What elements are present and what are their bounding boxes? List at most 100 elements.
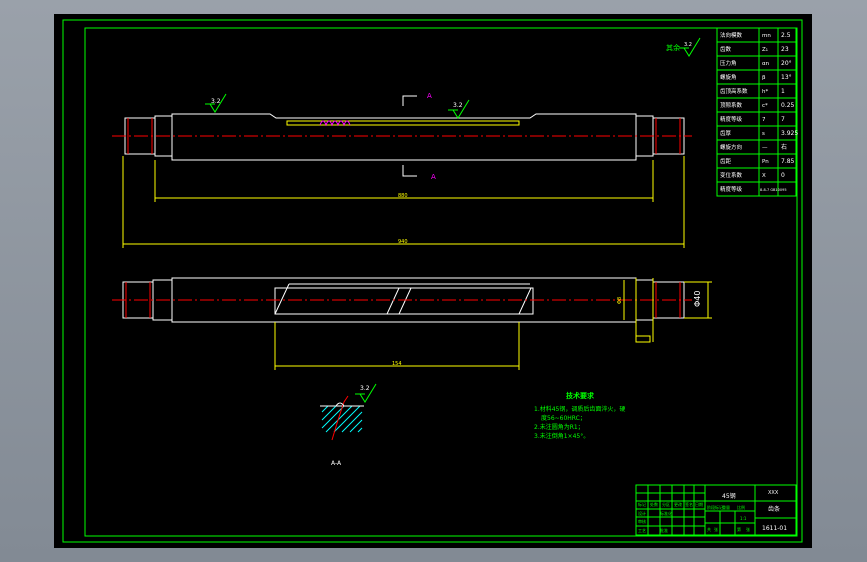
top-dimensions (122, 156, 685, 248)
section-view (320, 383, 377, 441)
tech-note-line: 3.未注倒角1×45°。 (534, 432, 589, 440)
param-symbol: mn (762, 33, 771, 39)
param-value: 7 (781, 116, 785, 123)
finish-symbol-left (205, 93, 227, 113)
param-symbol: h* (762, 89, 768, 95)
section-view-label: A-A (331, 460, 342, 467)
param-name: 齿数 (720, 45, 732, 53)
general-finish-label: 其余 (666, 43, 680, 52)
title-cell: 共 (707, 526, 711, 532)
outer-frame (62, 19, 803, 543)
helix-line-right (518, 287, 532, 315)
finish-value-middle: 3.2 (453, 102, 463, 109)
title-company: XXX (768, 490, 779, 496)
general-finish-value: 3.2 (684, 42, 692, 48)
general-finish-symbol (679, 37, 701, 57)
param-name: 精度等级 (720, 115, 743, 123)
param-name: 螺旋方向 (720, 143, 742, 151)
param-name: 齿距 (720, 158, 732, 165)
param-value: 7.85 (781, 158, 795, 165)
title-cell: 重量 (722, 504, 730, 510)
param-value: 0.25 (781, 102, 795, 109)
tech-note-line: 度56~60HRC； (541, 414, 586, 422)
param-name: 变位系数 (720, 171, 743, 179)
title-cell: 处数 (650, 501, 658, 507)
drawing-sheet (54, 14, 812, 548)
param-name: 齿厚 (720, 130, 732, 137)
param-symbol: αn (762, 61, 770, 67)
title-cell: 设计 (638, 510, 646, 516)
section-finish-value: 3.2 (360, 385, 370, 392)
front-dimensions (274, 278, 712, 370)
title-drawing-no: 1611-01 (762, 525, 787, 532)
title-material: 45钢 (722, 492, 736, 500)
section-cut-top-line (402, 95, 417, 106)
tooth-slot-b (398, 287, 412, 315)
shaft-body (171, 113, 637, 161)
param-name: 法向模数 (720, 31, 743, 39)
param-value: 2.5 (781, 32, 791, 39)
dim-diameter-right: Φ40 (693, 291, 702, 307)
title-cell: 更改 (674, 501, 682, 507)
title-cell: 批准 (660, 527, 668, 533)
section-marker-bottom: A (431, 173, 436, 181)
param-value: 1 (781, 88, 785, 95)
param-name: 顶隙系数 (720, 101, 743, 109)
title-cell: 1:1 (740, 516, 747, 521)
title-cell: 审核 (638, 518, 646, 524)
title-cell: 张 (746, 526, 750, 532)
tooth-slot-a (386, 287, 400, 315)
params-table: 法向模数 mn 2.5 齿数 Z₁ 23 压力角 αn 20° 螺旋角 β 13° 齿顶高系数 h* 1 顶隙… (716, 27, 798, 197)
finish-value-left: 3.2 (211, 98, 221, 105)
section-cut-bottom-line (402, 165, 417, 177)
section-cut (402, 95, 417, 177)
title-cell: 分区 (662, 501, 670, 507)
param-symbol: s (762, 131, 765, 137)
param-symbol: — (762, 145, 768, 151)
title-block (635, 484, 797, 536)
param-symbol: 7 (762, 117, 766, 123)
param-symbol: Z₁ (762, 47, 768, 53)
param-symbol: Pn (762, 159, 769, 165)
dim-diameter-left: Φ8 (617, 297, 623, 304)
param-name: 齿顶高系数 (720, 87, 748, 95)
title-cell: 标记 (638, 501, 646, 507)
param-value: 13° (781, 74, 792, 81)
title-cell: 工艺 (638, 528, 646, 533)
tooth-profile (319, 120, 351, 127)
rack-window (274, 287, 534, 315)
param-name: 螺旋角 (720, 73, 737, 81)
tech-note-line: 1.材料45钢，调质后齿面淬火，硬 (534, 405, 625, 413)
section-marker-top: A (427, 92, 432, 100)
dim-length-inner: 880 (398, 193, 408, 199)
param-name: 精度等级 (720, 185, 743, 193)
title-cell: 标准化 (660, 510, 672, 516)
param-value: 20° (781, 60, 792, 67)
helix-line-left (274, 283, 290, 315)
param-value: 23 (781, 46, 789, 53)
title-cell: 签名 (685, 501, 693, 507)
param-symbol: X (762, 173, 766, 179)
title-cell: 阶段标记 (707, 504, 723, 510)
rack-tooth-band (286, 120, 520, 126)
finish-symbol-middle (448, 99, 470, 119)
param-symbol: β (762, 75, 766, 81)
param-value: 8-8-7 GB10095 (760, 188, 787, 192)
title-part-name: 齿条 (768, 505, 780, 513)
title-cell: 日期 (695, 501, 703, 507)
param-symbol: c* (762, 103, 768, 109)
param-value: 3.925 (781, 130, 798, 137)
dim-length-overall: 940 (398, 239, 408, 245)
param-name: 压力角 (720, 59, 737, 67)
tech-note-line: 2.未注圆角为R1； (534, 423, 584, 431)
title-cell: 比例 (737, 504, 745, 510)
title-cell: 第 (737, 526, 741, 532)
dim-thread-length: 154 (392, 361, 402, 367)
title-cell: 张 (714, 526, 718, 532)
tech-notes-title: 技术要求 (566, 391, 595, 400)
param-value: 0 (781, 172, 785, 179)
param-value: 右 (781, 143, 787, 151)
inner-frame (84, 27, 798, 537)
